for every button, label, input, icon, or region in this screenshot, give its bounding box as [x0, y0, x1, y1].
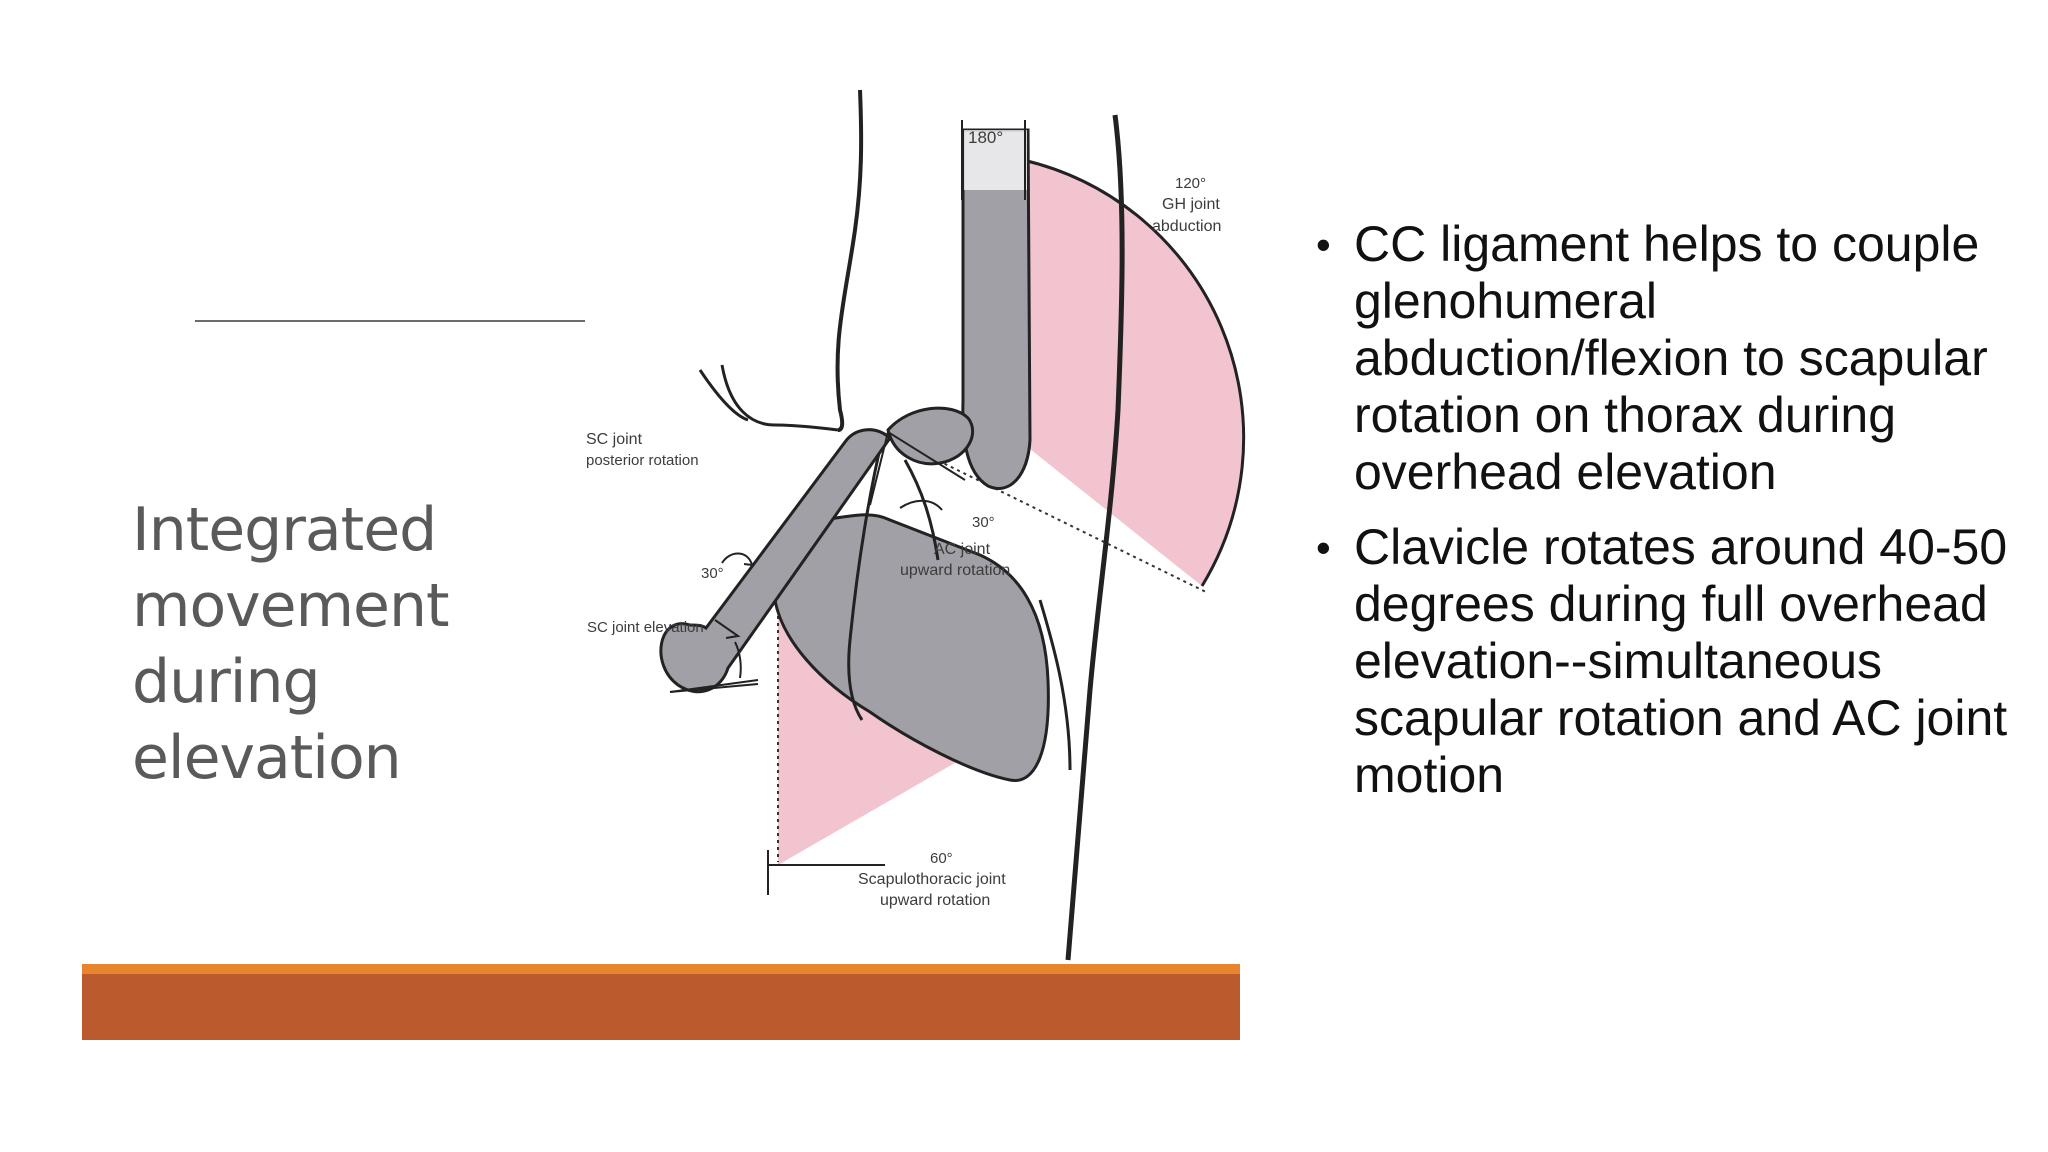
label-ac-line2: upward rotation [900, 562, 1010, 579]
accent-bar-stripe [82, 964, 1240, 974]
title-line-3: during elevation [132, 647, 402, 793]
ribs-outline [1038, 599, 1072, 771]
label-sc-post-line2: posterior rotation [586, 452, 699, 469]
shoulder-elevation-diagram: 180° 120° GH joint abduction SC joint po… [570, 80, 1270, 980]
label-180: 180° [968, 128, 1003, 147]
ac-rotation-arrow [899, 499, 943, 511]
label-st-line2: upward rotation [880, 892, 990, 909]
bullet-item: • CC ligament helps to couple glenohumer… [1310, 216, 2030, 501]
gh-abduction-sector [1023, 160, 1244, 586]
ac-rotation-lines [869, 431, 966, 506]
accent-bar-body [82, 974, 1240, 1040]
label-gh-line2: abduction [1152, 218, 1221, 235]
humerus-fade [964, 130, 1027, 190]
neck-outline-right [698, 364, 839, 432]
acromion [886, 406, 975, 466]
thorax-outline [1065, 114, 1125, 961]
bullet-text: Clavicle rotates around 40-50 degrees du… [1354, 519, 2008, 803]
label-gh-angle: 120° [1175, 175, 1206, 192]
sc-elevation-arrow [714, 619, 741, 639]
gh-arc [1022, 158, 1246, 587]
title-divider [195, 320, 585, 322]
gh-dotted-line [887, 435, 1207, 593]
title-line-2: movement [132, 571, 450, 641]
label-ac-line1: AC joint [934, 541, 991, 558]
label-gh-line1: GH joint [1162, 196, 1220, 213]
bullet-marker: • [1316, 221, 1331, 268]
scapular-spine [847, 439, 884, 721]
bullet-text: CC ligament helps to couple glenohumeral… [1354, 216, 1988, 500]
sc-elevation-arc [734, 641, 742, 679]
label-st-line1: Scapulothoracic joint [858, 871, 1006, 888]
label-sc-post-line1: SC joint [586, 431, 643, 448]
slide-title: Integrated movement during elevation [132, 492, 592, 796]
accent-bar [82, 964, 1240, 1040]
label-st-angle: 60° [930, 850, 953, 867]
bullet-item: • Clavicle rotates around 40-50 degrees … [1310, 519, 2030, 804]
sc-rotation-arrow [721, 552, 754, 567]
label-ac-angle: 30° [972, 514, 995, 531]
clavicle [659, 428, 893, 694]
neck-outline-left [835, 89, 864, 432]
bullet-list: • CC ligament helps to couple glenohumer… [1310, 216, 2030, 822]
label-sc-elev-angle: 30° [701, 565, 724, 582]
sc-elevation-ref [669, 679, 759, 693]
coracoid [903, 459, 940, 561]
diagram-svg: 180° 120° GH joint abduction SC joint po… [586, 89, 1246, 961]
label-sc-elev: SC joint elevation [587, 619, 704, 636]
bullet-marker: • [1316, 524, 1331, 571]
title-line-1: Integrated [132, 495, 437, 565]
